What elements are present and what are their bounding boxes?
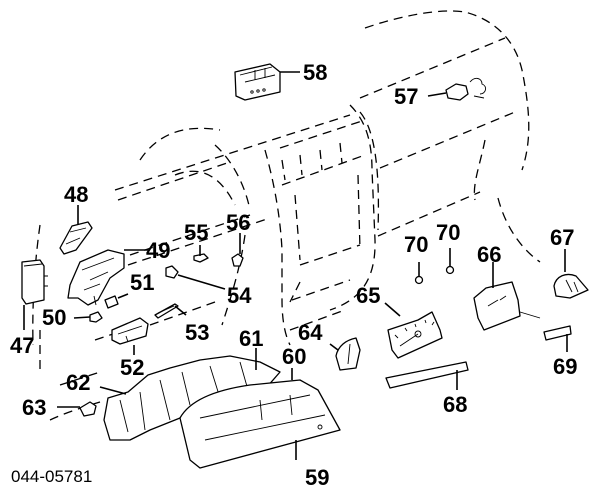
part-51-connector[interactable]	[104, 295, 119, 309]
callout-61[interactable]: 61	[239, 326, 263, 351]
callout-64[interactable]: 64	[298, 320, 323, 345]
part-58-switch-assembly[interactable]	[234, 63, 281, 101]
part-49-junction-block[interactable]	[67, 249, 125, 306]
callout-70-left[interactable]: 70	[404, 232, 428, 257]
callout-47[interactable]: 47	[10, 333, 34, 358]
part-55-bulb[interactable]	[193, 253, 209, 263]
callout-52[interactable]: 52	[120, 355, 144, 380]
part-47-relay-module[interactable]	[21, 259, 48, 305]
callout-53[interactable]: 53	[185, 320, 209, 345]
part-48-bracket[interactable]	[59, 221, 93, 255]
callout-54[interactable]: 54	[227, 283, 252, 308]
callout-70-right[interactable]: 70	[436, 220, 460, 245]
leader-lines	[23, 71, 568, 460]
part-56-clip[interactable]	[231, 253, 244, 267]
part-59-cluster-lens[interactable]	[179, 379, 341, 469]
callout-58[interactable]: 58	[303, 60, 327, 85]
callout-59[interactable]: 59	[305, 465, 329, 490]
callout-49[interactable]: 49	[146, 238, 170, 263]
part-68-strip[interactable]	[385, 361, 469, 389]
part-67-gauge[interactable]	[553, 273, 589, 299]
callout-63[interactable]: 63	[22, 395, 46, 420]
callout-57[interactable]: 57	[394, 84, 418, 109]
dashboard-outline	[32, 10, 541, 421]
part-66-tachometer[interactable]	[473, 281, 541, 331]
callout-56[interactable]: 56	[226, 210, 250, 235]
document-number: 044-05781	[11, 467, 92, 486]
callout-67[interactable]: 67	[550, 225, 574, 250]
part-63-bulb[interactable]	[79, 401, 97, 417]
callout-62[interactable]: 62	[66, 370, 90, 395]
part-70-bulb-left[interactable]	[414, 275, 424, 285]
part-54-sensor[interactable]	[165, 265, 179, 279]
callout-65[interactable]: 65	[356, 283, 380, 308]
callout-60[interactable]: 60	[282, 344, 306, 369]
part-50-clip[interactable]	[89, 311, 103, 323]
callouts: 58 57 48 49 47 50 51 52 53 54 55 56 61 6…	[10, 60, 577, 490]
part-57-bulb-socket[interactable]	[445, 77, 487, 101]
part-69-plate[interactable]	[543, 325, 572, 341]
part-64-gauge[interactable]	[335, 337, 361, 371]
part-65-speedometer[interactable]	[387, 311, 443, 359]
part-70-bulb-right[interactable]	[445, 265, 455, 275]
part-52-switch[interactable]	[111, 317, 149, 345]
callout-48[interactable]: 48	[64, 182, 88, 207]
part-53-plate[interactable]	[154, 303, 179, 319]
callout-68[interactable]: 68	[443, 392, 467, 417]
part-62-cluster-case[interactable]	[103, 355, 281, 441]
callout-50[interactable]: 50	[42, 305, 66, 330]
callout-51[interactable]: 51	[130, 270, 154, 295]
callout-55[interactable]: 55	[184, 220, 208, 245]
callout-66[interactable]: 66	[477, 242, 501, 267]
callout-69[interactable]: 69	[553, 354, 577, 379]
